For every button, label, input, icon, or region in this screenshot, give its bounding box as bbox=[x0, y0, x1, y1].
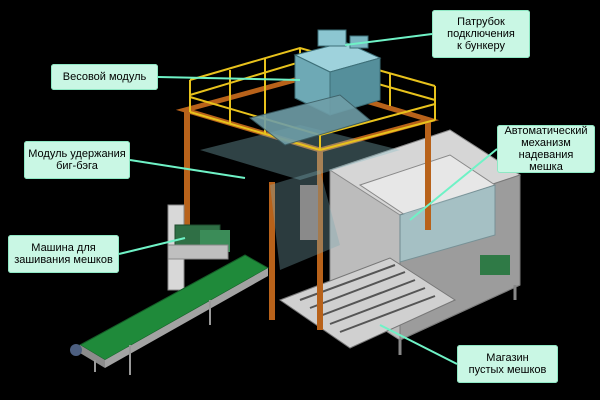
leader-lines bbox=[118, 33, 498, 365]
bag-magazine-label: Магазин пустых мешков bbox=[457, 345, 558, 383]
bag-holding-module bbox=[248, 94, 372, 240]
bag-holding-module-label: Модуль удержания биг-бэга bbox=[24, 141, 130, 179]
empty-bag-magazine bbox=[278, 129, 522, 355]
hopper-connection-label: Патрубок подключения к бункеру bbox=[432, 10, 530, 58]
weighing-module-label: Весовой модуль bbox=[51, 64, 158, 90]
sewing-machine bbox=[167, 204, 230, 291]
auto-bag-placer-label: Автоматический механизм надевания мешка bbox=[497, 125, 595, 173]
output-conveyor bbox=[70, 254, 270, 375]
sewing-machine-label: Машина для зашивания мешков bbox=[8, 235, 119, 273]
